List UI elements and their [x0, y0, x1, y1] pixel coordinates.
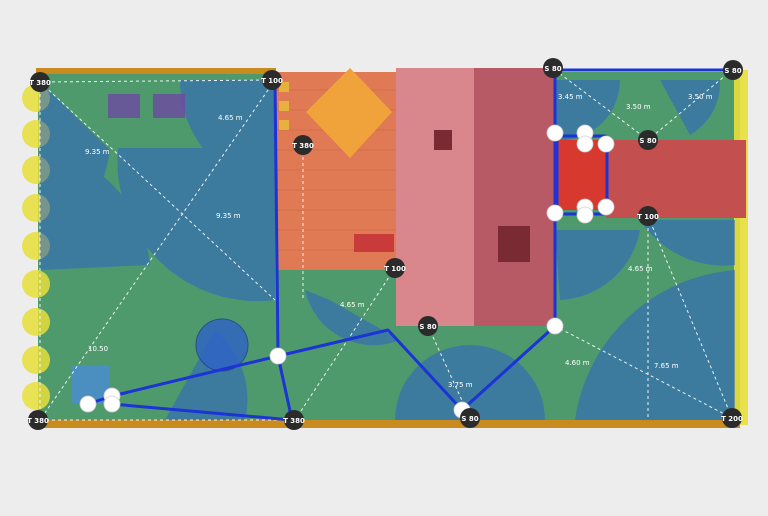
- top-fence: [36, 68, 276, 74]
- valve[interactable]: [269, 347, 287, 365]
- distance-label: 4.65 m: [628, 265, 653, 273]
- valve[interactable]: [597, 198, 615, 216]
- distance-label: 3.45 m: [558, 93, 583, 101]
- valve[interactable]: [103, 395, 121, 413]
- sprinkler-label: T 380: [292, 142, 314, 150]
- distance-label: 3.50 m: [626, 103, 651, 111]
- distance-labels: 4.65 m 9.35 m 9.35 m 10.50 3.45 m 3.50 m…: [85, 93, 713, 389]
- sprinkler-label: S 80: [639, 137, 656, 145]
- distance-label: 3.75 m: [448, 381, 473, 389]
- distance-label: 4.65 m: [218, 114, 243, 122]
- house-roof-right: [474, 68, 554, 326]
- sprinkler-label: T 380: [29, 79, 51, 87]
- distance-label: 4.60 m: [565, 359, 590, 367]
- distance-label: 9.35 m: [216, 212, 241, 220]
- distance-label: 10.50: [88, 345, 108, 353]
- sprinkler-label: T 100: [384, 265, 406, 273]
- valves: [79, 124, 615, 419]
- right-hedge: [734, 70, 748, 425]
- sprinkler-label: T 380: [283, 417, 305, 425]
- sprinkler-label: T 380: [27, 417, 49, 425]
- bottom-fence: [36, 420, 740, 428]
- sprinkler-head[interactable]: S 80: [638, 130, 658, 150]
- planter-box-2: [153, 94, 185, 118]
- sprinkler-label: T 100: [261, 77, 283, 85]
- valve[interactable]: [597, 135, 615, 153]
- planter-box-1: [108, 94, 140, 118]
- sprinkler-head[interactable]: T 100: [261, 70, 283, 90]
- sprinkler-label: S 80: [724, 67, 741, 75]
- valve[interactable]: [79, 395, 97, 413]
- sprinkler-head[interactable]: T 100: [384, 258, 406, 278]
- sprinkler-head[interactable]: S 80: [723, 60, 743, 80]
- sprinkler-label: S 80: [461, 415, 478, 423]
- brick-patio: [606, 140, 746, 218]
- distance-label: 4.65 m: [340, 301, 365, 309]
- sprinkler-head[interactable]: S 80: [460, 408, 480, 428]
- chimney-1: [434, 130, 452, 150]
- entry-porch: [554, 140, 606, 210]
- distance-label: 3.50 m: [688, 93, 713, 101]
- sprinklers: T 380 T 100 T 380 S 80 S 80 S 80 T 100: [27, 58, 743, 430]
- valve[interactable]: [576, 135, 594, 153]
- sprinkler-head[interactable]: T 380: [283, 410, 305, 430]
- patio-table: [306, 68, 392, 158]
- sprinkler-label: T 200: [721, 415, 743, 423]
- sprinkler-head[interactable]: T 380: [29, 72, 51, 92]
- house-roof-left: [396, 68, 474, 326]
- deck-steps: [354, 234, 394, 252]
- sprinkler-head[interactable]: T 380: [27, 410, 49, 430]
- valve[interactable]: [576, 206, 594, 224]
- chimney-2: [498, 226, 530, 262]
- sprinkler-head[interactable]: S 80: [418, 316, 438, 336]
- sprinkler-label: T 100: [637, 213, 659, 221]
- distance-label: 7.65 m: [654, 362, 679, 370]
- distance-label: 9.35 m: [85, 148, 110, 156]
- deck-stools: [279, 82, 289, 130]
- sprinkler-head[interactable]: S 80: [543, 58, 563, 78]
- valve[interactable]: [546, 204, 564, 222]
- sprinkler-label: S 80: [419, 323, 436, 331]
- sprinkler-head[interactable]: T 380: [292, 135, 314, 155]
- sprinkler-head[interactable]: T 200: [721, 408, 743, 428]
- valve[interactable]: [546, 124, 564, 142]
- sprinkler-head[interactable]: T 100: [637, 206, 659, 226]
- sprinkler-label: S 80: [544, 65, 561, 73]
- pond: [195, 318, 249, 372]
- valve[interactable]: [546, 317, 564, 335]
